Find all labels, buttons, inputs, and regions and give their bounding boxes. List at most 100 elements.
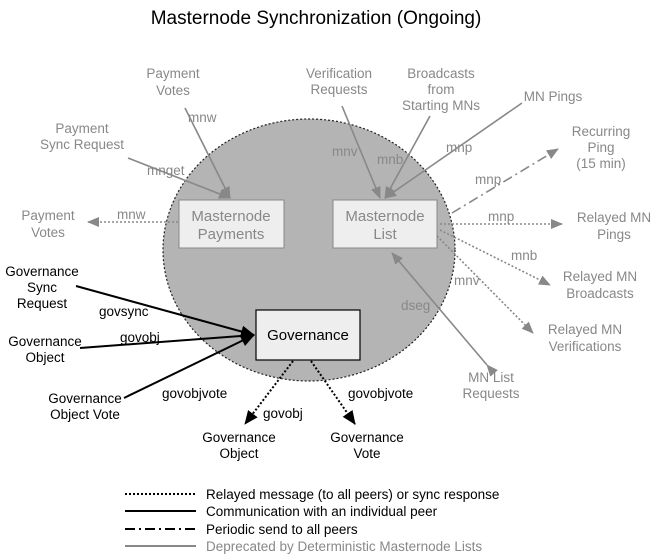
- svg-text:Sync: Sync: [27, 280, 57, 295]
- svg-text:MN Pings: MN Pings: [524, 89, 583, 104]
- node-payment-votes-left: Payment Votes: [21, 208, 75, 240]
- deprecated-edges: [87, 102, 563, 377]
- edge-govobj-in: [79, 329, 255, 349]
- svg-text:Governance: Governance: [8, 334, 82, 349]
- node-broadcasts-from-starting: Broadcasts from Starting MNs: [402, 66, 480, 113]
- label-mnv-relay: mnv: [454, 273, 480, 288]
- svg-text:Votes: Votes: [31, 225, 65, 240]
- label-govobjvote-in: govobjvote: [162, 386, 227, 401]
- svg-text:Starting MNs: Starting MNs: [402, 98, 480, 113]
- edge-mn-pings: [384, 102, 523, 199]
- edge-recurring-ping: [451, 148, 559, 214]
- box-list-line2: List: [373, 226, 397, 243]
- svg-text:Governance: Governance: [48, 391, 122, 406]
- svg-text:MN List: MN List: [468, 370, 514, 385]
- diagram-title: Masternode Synchronization (Ongoing): [151, 8, 482, 29]
- svg-text:Ping: Ping: [587, 140, 614, 155]
- node-relayed-mn-pings: Relayed MN Pings: [577, 210, 651, 242]
- svg-text:Periodic send to all peers: Periodic send to all peers: [206, 522, 358, 537]
- box-list-line1: Masternode: [345, 208, 424, 225]
- edge-payment-votes-in: [184, 107, 231, 199]
- svg-text:Votes: Votes: [156, 83, 190, 98]
- svg-text:Relayed message (to all peers): Relayed message (to all peers) or sync r…: [206, 487, 499, 502]
- svg-text:Recurring: Recurring: [572, 124, 631, 139]
- edge-govobj-out: [244, 360, 294, 425]
- legend-item-deprecated: Deprecated by Deterministic Masternode L…: [125, 539, 482, 554]
- node-governance-sync-request: Governance Sync Request: [5, 264, 79, 311]
- edge-govobjvote-in: [123, 334, 255, 399]
- masternode-circle: [162, 118, 456, 382]
- box-payments-line2: Payments: [198, 226, 265, 243]
- legend-item-dotted: Relayed message (to all peers) or sync r…: [125, 487, 499, 502]
- label-mnp-relay: mnp: [488, 209, 514, 224]
- svg-text:Sync Request: Sync Request: [40, 137, 124, 152]
- edge-payment-sync-in: [127, 157, 231, 199]
- svg-text:Requests: Requests: [310, 82, 367, 97]
- svg-text:Governance: Governance: [330, 430, 404, 445]
- node-payment-sync-request: Payment Sync Request: [40, 121, 124, 152]
- svg-text:Deprecated by Deterministic Ma: Deprecated by Deterministic Masternode L…: [206, 539, 482, 554]
- node-governance-vote-out: Governance Vote: [330, 430, 404, 461]
- svg-text:Verifications: Verifications: [549, 339, 622, 354]
- label-dseg: dseg: [401, 298, 430, 313]
- svg-text:Payment: Payment: [21, 208, 75, 223]
- svg-text:Broadcasts: Broadcasts: [407, 66, 475, 81]
- legend: Relayed message (to all peers) or sync r…: [125, 487, 499, 554]
- node-payment-votes-top: Payment Votes: [146, 66, 200, 98]
- svg-text:Verification: Verification: [306, 66, 372, 81]
- box-governance: Governance: [255, 309, 361, 361]
- edge-verification-requests: [341, 105, 381, 199]
- label-mnw-left: mnw: [117, 207, 146, 222]
- label-mnp-recurring: mnp: [475, 172, 501, 187]
- label-mnget: mnget: [147, 163, 185, 178]
- node-relayed-mn-verifications: Relayed MN Verifications: [548, 322, 622, 354]
- svg-text:Requests: Requests: [462, 386, 519, 401]
- box-masternode-list: Masternode List: [332, 199, 438, 249]
- label-mnb-in: mnb: [377, 152, 403, 167]
- node-governance-object-vote-in: Governance Object Vote: [48, 391, 122, 422]
- svg-text:Relayed MN: Relayed MN: [577, 210, 651, 225]
- svg-text:Object: Object: [25, 350, 64, 365]
- svg-text:Object: Object: [219, 446, 258, 461]
- governance-edges: [75, 285, 356, 425]
- edge-govsync: [75, 285, 255, 338]
- node-governance-object-in: Governance Object: [8, 334, 82, 365]
- svg-text:Object Vote: Object Vote: [50, 407, 120, 422]
- box-masternode-payments: Masternode Payments: [178, 199, 285, 249]
- svg-text:from: from: [428, 82, 455, 97]
- svg-text:Relayed MN: Relayed MN: [563, 269, 637, 284]
- label-govobjvote-out: govobjvote: [348, 386, 413, 401]
- box-governance-label: Governance: [267, 327, 349, 344]
- label-mnp-in: mnp: [446, 140, 472, 155]
- svg-text:Vote: Vote: [353, 446, 380, 461]
- svg-text:Broadcasts: Broadcasts: [566, 286, 634, 301]
- label-govobj-out: govobj: [263, 406, 303, 421]
- edge-mn-list-requests: [391, 252, 498, 377]
- svg-text:(15 min): (15 min): [576, 156, 626, 171]
- node-relayed-mn-broadcasts: Relayed MN Broadcasts: [563, 269, 637, 301]
- label-govsync: govsync: [99, 304, 149, 319]
- label-mnw-top: mnw: [188, 110, 217, 125]
- node-governance-object-out: Governance Object: [202, 430, 276, 461]
- edge-broadcasts-starting: [384, 115, 431, 199]
- legend-item-solid: Communication with an individual peer: [125, 504, 438, 519]
- node-recurring-ping: Recurring Ping (15 min): [572, 124, 631, 171]
- label-mnv-in: mnv: [332, 144, 358, 159]
- label-govobj-in: govobj: [120, 330, 160, 345]
- node-verification-requests: Verification Requests: [306, 66, 372, 97]
- legend-item-dashdot: Periodic send to all peers: [125, 522, 358, 537]
- svg-text:Pings: Pings: [597, 227, 631, 242]
- box-payments-line1: Masternode: [191, 208, 270, 225]
- label-mnb-relay: mnb: [511, 248, 537, 263]
- edge-govobjvote-out: [310, 360, 356, 425]
- svg-text:Request: Request: [17, 296, 68, 311]
- node-mn-pings: MN Pings: [524, 89, 583, 104]
- svg-text:Payment: Payment: [146, 66, 200, 81]
- svg-text:Governance: Governance: [202, 430, 276, 445]
- svg-text:Relayed MN: Relayed MN: [548, 322, 622, 337]
- svg-text:Communication with an individu: Communication with an individual peer: [206, 504, 438, 519]
- svg-text:Payment: Payment: [55, 121, 109, 136]
- svg-text:Governance: Governance: [5, 264, 79, 279]
- node-mn-list-requests: MN List Requests: [462, 370, 519, 401]
